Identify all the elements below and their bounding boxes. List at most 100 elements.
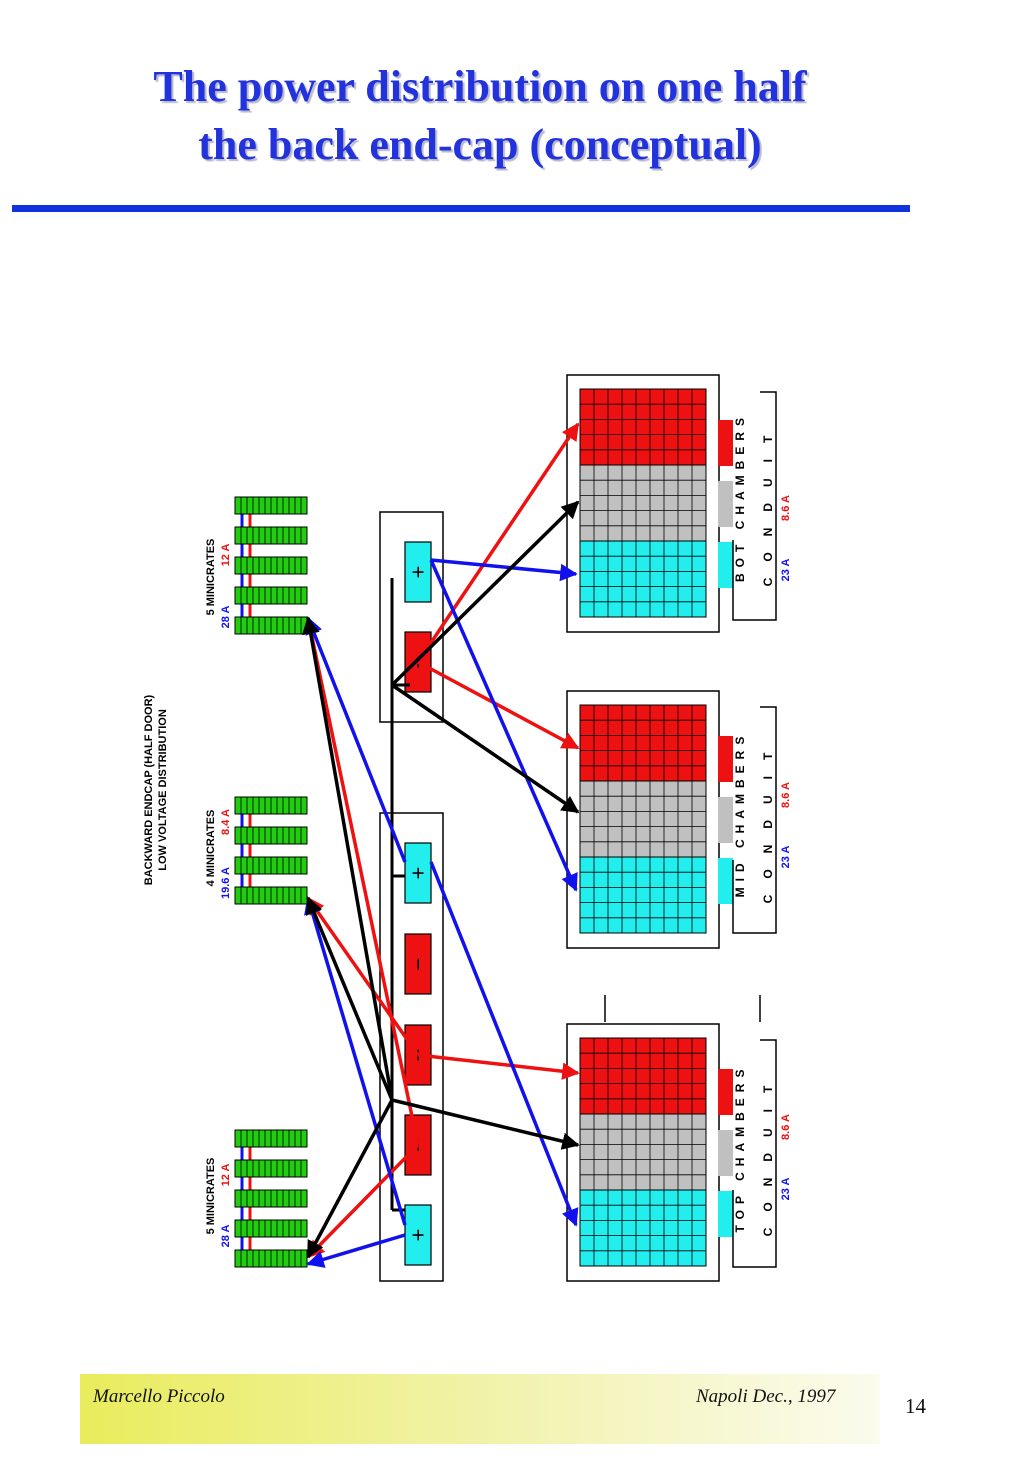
minicrate [234, 616, 308, 635]
chamber-block-top [566, 1023, 733, 1282]
chamber-group-bot-labels: BOT CHAMBERS CONDUIT 23 A 8.6 A [733, 412, 792, 586]
chamber-group-bot-label: BOT CHAMBERS [733, 412, 747, 582]
negative-terminal: − [404, 933, 432, 995]
minicrate-group-3-red-current: 12 A [220, 1164, 232, 1187]
diagram-heading-line-2: LOW VOLTAGE DISTRIBUTION [157, 709, 169, 871]
minicrate [234, 1189, 308, 1208]
chamber-cyan-section [579, 540, 707, 618]
minicrate [234, 1219, 308, 1238]
terminal-sign: + [406, 566, 431, 579]
chamber-group-top-blue-current: 23 A [780, 1178, 792, 1201]
minicrate [234, 496, 308, 515]
black-connection-arrow [306, 1099, 394, 1259]
blue-connection-arrow [429, 559, 578, 892]
conduit-bracket-top [732, 1039, 777, 1268]
footer-author: Marcello Piccolo [93, 1386, 225, 1407]
minicrate-group-3-blue-current: 28 A [220, 1225, 232, 1248]
footer-bar [80, 1374, 880, 1444]
chamber-group-bot-red-current: 8.6 A [780, 495, 792, 521]
chamber-gray-tab [718, 1130, 733, 1176]
chamber-red-tab [718, 736, 733, 782]
connection-arrows [302, 422, 580, 1268]
chamber-group-mid-red-current: 8.6 A [780, 782, 792, 808]
red-connection-arrow [416, 422, 580, 663]
chamber-group-top-label: TOP CHAMBERS [733, 1064, 747, 1233]
red-connection-arrow [417, 1053, 580, 1080]
minicrate [234, 526, 308, 545]
minicrate [234, 856, 308, 875]
chamber-cyan-section [579, 1189, 707, 1267]
chamber-gray-section [579, 780, 707, 858]
diagram-heading-line-1: BACKWARD ENDCAP (HALF DOOR) [143, 694, 155, 885]
chamber-group-top-conduit: CONDUIT [761, 1070, 775, 1237]
chamber-cyan-tab [718, 858, 733, 904]
chamber-gray-tab [718, 797, 733, 843]
blue-connection-arrow [304, 896, 407, 1226]
minicrate-group-1-label: 5 MINICRATES [205, 539, 217, 616]
chamber-gray-tab [718, 481, 733, 527]
title-line-2: the back end-cap (conceptual) [198, 120, 762, 169]
terminal-sign: + [406, 1229, 431, 1242]
conduit-bracket-mid [732, 706, 777, 934]
chamber-red-tab [718, 420, 733, 466]
title-line-1: The power distribution on one half [153, 62, 807, 111]
terminal-sign: − [406, 958, 431, 971]
black-connection-arrow [302, 616, 394, 1101]
chamber-group-mid-label: MID CHAMBERS [733, 731, 747, 898]
chamber-group-bot-conduit: CONDUIT [761, 420, 775, 587]
minicrate-group-2-blue-current: 19.6 A [220, 867, 232, 899]
minicrate [234, 1159, 308, 1178]
chamber-red-section [579, 704, 707, 782]
black-connection-arrow [390, 500, 580, 687]
red-connection-arrow [306, 1143, 420, 1259]
minicrate-group-1-blue-current: 28 A [220, 606, 232, 629]
chamber-group-mid-labels: MID CHAMBERS CONDUIT 23 A 8.6 A [733, 731, 792, 904]
slide-title: The power distribution on one half the b… [0, 58, 960, 174]
chamber-cyan-section [579, 856, 707, 934]
positive-terminal: + [404, 1204, 432, 1266]
chamber-group-bot-blue-current: 23 A [780, 559, 792, 582]
black-connection-arrow [391, 683, 580, 814]
chamber-group-mid-conduit: CONDUIT [761, 737, 775, 904]
minicrate-stack-2 [234, 796, 308, 905]
chamber-cyan-tab [718, 1191, 733, 1237]
page-number: 14 [905, 1394, 926, 1418]
positive-terminal: + [404, 541, 432, 603]
minicrate [234, 886, 308, 905]
red-connection-arrow [417, 660, 580, 750]
chamber-group-top-red-current: 8.6 A [780, 1114, 792, 1140]
distribution-bus [390, 578, 410, 1212]
minicrate-group-3-label: 5 MINICRATES [205, 1158, 217, 1235]
red-connection-arrow [302, 616, 420, 1146]
footer-date: Napoli Dec., 1997 [696, 1386, 836, 1407]
chamber-blocks [566, 374, 733, 1282]
blue-connection-arrow [429, 861, 579, 1227]
chamber-gray-section [579, 1113, 707, 1191]
black-connection-arrow [391, 1098, 580, 1150]
minicrate [234, 586, 308, 605]
chamber-red-section [579, 388, 707, 466]
minicrate [234, 1249, 308, 1268]
minicrate [234, 826, 308, 845]
conduit-brackets [604, 391, 777, 1268]
chamber-block-bot [566, 374, 733, 633]
chamber-group-mid-blue-current: 23 A [780, 846, 792, 869]
conduit-bracket-bot [732, 391, 777, 621]
minicrate [234, 796, 308, 815]
red-connection-arrow [306, 896, 420, 1057]
black-connection-arrow [305, 896, 394, 1101]
blue-connection-arrow [306, 1233, 406, 1268]
title-underline [12, 205, 910, 212]
minicrate-stack-3 [234, 1129, 308, 1268]
terminal-sign: + [406, 867, 431, 880]
chamber-cyan-tab [718, 542, 733, 588]
chamber-red-section [579, 1037, 707, 1115]
positive-terminal: + [404, 842, 432, 904]
minicrate-group-3-labels: 5 MINICRATES 28 A 12 A [205, 1158, 232, 1248]
minicrate [234, 556, 308, 575]
minicrate-stack-1 [234, 496, 308, 635]
minicrate-group-1-labels: 5 MINICRATES 28 A 12 A [205, 539, 232, 629]
chamber-red-tab [718, 1069, 733, 1115]
chamber-gray-section [579, 464, 707, 542]
